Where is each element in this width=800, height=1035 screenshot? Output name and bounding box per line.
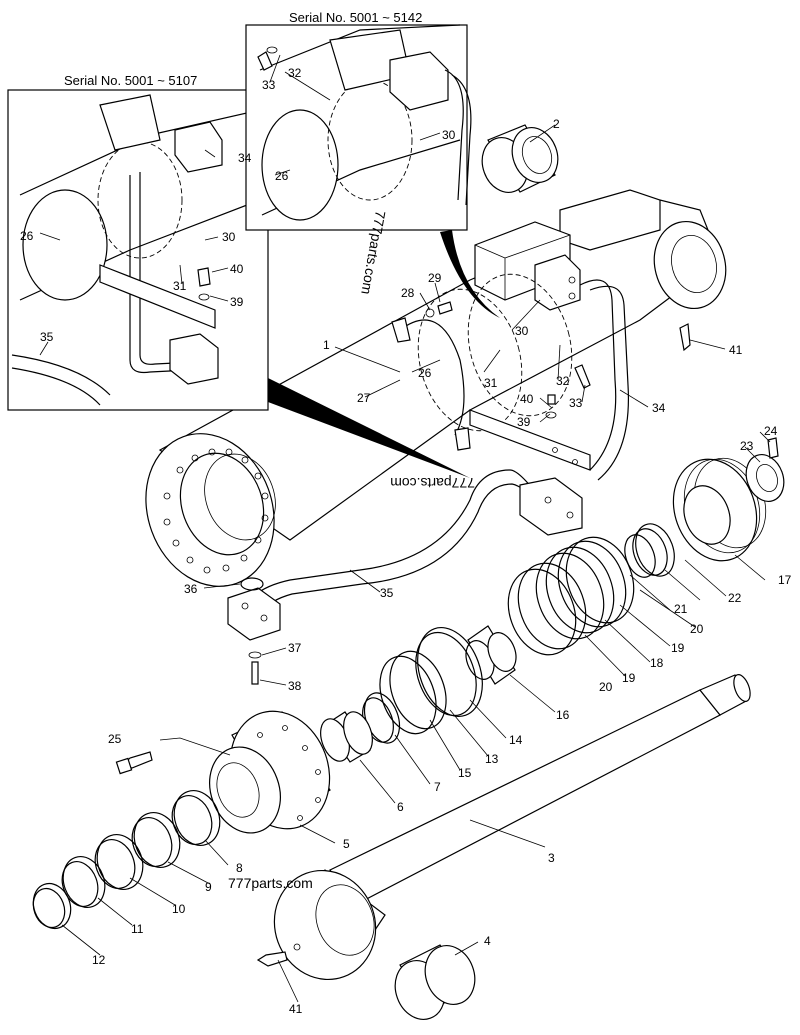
label-part-30-inset-left: 30	[222, 230, 236, 244]
label-part-32-inset: 32	[288, 66, 302, 80]
label-part-29: 29	[428, 271, 442, 285]
label-part-39: 39	[517, 415, 531, 429]
rings-21-22	[624, 523, 675, 578]
label-part-14: 14	[509, 733, 523, 747]
label-part-2: 2	[553, 117, 560, 131]
label-part-11: 11	[131, 922, 144, 936]
label-part-21: 21	[674, 602, 688, 616]
label-part-19b: 19	[622, 671, 636, 685]
label-part-26-inset-left: 26	[20, 229, 34, 243]
label-part-12: 12	[92, 953, 106, 967]
label-part-8: 8	[236, 861, 243, 875]
label-part-36: 36	[184, 582, 198, 596]
label-part-37: 37	[288, 641, 302, 655]
label-part-7: 7	[434, 780, 441, 794]
label-part-39-inset: 39	[230, 295, 244, 309]
clamp-band-main	[391, 273, 573, 451]
rod-eye	[273, 869, 386, 981]
rings-18-20	[507, 536, 635, 656]
label-part-22: 22	[728, 591, 742, 605]
label-part-28: 28	[401, 286, 415, 300]
set-screw-24	[767, 437, 779, 459]
label-part-24: 24	[764, 424, 778, 438]
label-part-13: 13	[485, 752, 499, 766]
label-part-10: 10	[172, 902, 186, 916]
label-part-26-inset-right: 26	[275, 169, 289, 183]
grease-nipple-upper	[679, 323, 691, 352]
pipe-34	[579, 279, 630, 481]
label-part-38: 38	[288, 679, 302, 693]
label-part-6: 6	[397, 800, 404, 814]
label-part-35-inset: 35	[40, 330, 54, 344]
callout-wedge-left	[268, 378, 470, 478]
label-part-9: 9	[205, 880, 212, 894]
label-part-26: 26	[418, 366, 432, 380]
inset-right	[245, 24, 472, 231]
inset-title-left: Serial No. 5001 ~ 5107	[64, 73, 197, 88]
bushing-16	[465, 625, 517, 685]
bolt-25	[115, 751, 153, 775]
o-ring-36	[240, 577, 264, 591]
inset-left	[7, 89, 269, 411]
label-part-31: 31	[484, 376, 498, 390]
bushing-4	[394, 944, 476, 1020]
piston-17	[672, 457, 767, 562]
grease-nipple-lower	[256, 951, 288, 967]
label-part-23: 23	[740, 439, 754, 453]
label-part-33: 33	[569, 396, 583, 410]
pipe-35	[227, 469, 583, 641]
label-part-1: 1	[323, 338, 330, 352]
label-part-18: 18	[650, 656, 664, 670]
label-part-17: 17	[778, 573, 792, 587]
label-part-34-inset: 34	[238, 151, 252, 165]
label-part-30: 30	[515, 324, 529, 338]
label-part-5: 5	[343, 837, 350, 851]
label-part-34: 34	[652, 401, 666, 415]
label-part-4: 4	[484, 934, 491, 948]
watermark-text: 777parts.com	[228, 875, 313, 891]
label-part-3: 3	[548, 851, 555, 865]
label-part-15: 15	[458, 766, 472, 780]
nut-23	[745, 454, 785, 502]
label-part-20a: 20	[690, 622, 704, 636]
bushing-6	[320, 711, 373, 763]
label-part-32: 32	[556, 374, 570, 388]
gland-5	[209, 710, 331, 834]
label-part-40-inset: 40	[230, 262, 244, 276]
seals-13-15	[379, 626, 483, 735]
inset-title-right: Serial No. 5001 ~ 5142	[289, 10, 422, 25]
label-part-33-inset: 33	[262, 78, 276, 92]
label-part-40: 40	[520, 392, 534, 406]
watermark-text-rotated-1: 777parts.com	[390, 475, 475, 491]
leader-lines	[39, 54, 771, 1003]
label-part-27: 27	[357, 391, 371, 405]
label-part-41-lower: 41	[289, 1002, 303, 1016]
callout-wedge-right	[440, 230, 500, 318]
seals-8-12	[32, 790, 221, 930]
head-bolt-holes	[163, 448, 269, 574]
label-part-20b: 20	[599, 680, 613, 694]
label-part-30-inset-right: 30	[442, 128, 456, 142]
bushing-2	[481, 124, 559, 193]
label-part-25: 25	[108, 732, 122, 746]
label-part-16: 16	[556, 708, 570, 722]
fasteners-main	[248, 301, 591, 685]
label-part-35: 35	[380, 586, 394, 600]
label-part-41-upper: 41	[729, 343, 743, 357]
piston-rod-3	[329, 674, 751, 906]
label-part-19a: 19	[671, 641, 685, 655]
label-part-31-inset-left: 31	[173, 279, 187, 293]
